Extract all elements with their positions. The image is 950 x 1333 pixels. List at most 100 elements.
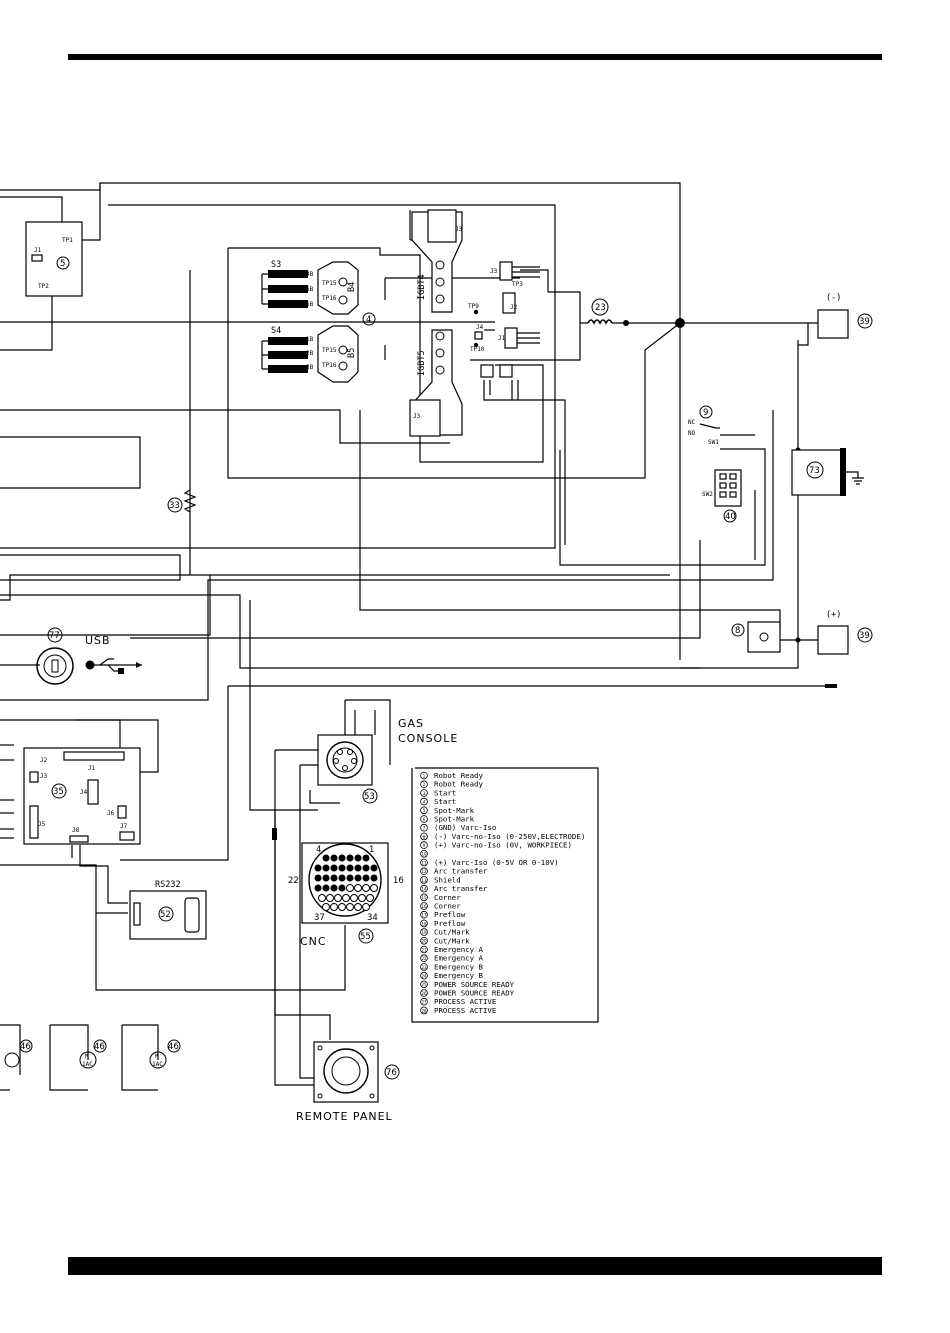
legend-pin-number: 9 xyxy=(423,843,426,848)
top-bar xyxy=(68,54,882,60)
legend-pin-function: (+) Varc-no-Iso (0V, WORKPIECE) xyxy=(434,841,572,850)
legend-pin-number: 4 xyxy=(423,800,426,805)
legend-pin-function: Emergency A xyxy=(434,945,483,954)
svg-text:CNC: CNC xyxy=(300,935,327,948)
svg-text:TP15: TP15 xyxy=(322,280,337,287)
svg-text:M: M xyxy=(155,1053,159,1060)
legend-pin-function: PROCESS ACTIVE xyxy=(434,1006,496,1015)
rs232-52: RS232 52 xyxy=(129,880,207,940)
svg-text:J7: J7 xyxy=(120,823,128,830)
driver-connectors: J3 TP3 J2 TP9 J1 J4 TP10 xyxy=(468,261,540,378)
svg-text:TP10: TP10 xyxy=(470,346,485,353)
legend-pin-number: 27 xyxy=(421,1000,427,1005)
svg-text:REMOTE PANEL: REMOTE PANEL xyxy=(296,1110,393,1123)
svg-text:IGBT4: IGBT4 xyxy=(417,274,427,300)
legend-pin-function: Arc transfer xyxy=(434,867,488,876)
svg-text:TP9: TP9 xyxy=(468,303,479,310)
svg-text:46: 46 xyxy=(94,1042,105,1052)
legend-pin-marker xyxy=(420,936,428,945)
cnc-pin-grid xyxy=(314,854,378,911)
legend-pin-function: Preflow xyxy=(434,919,466,928)
legend-pin-marker xyxy=(420,919,428,928)
svg-text:1AC: 1AC xyxy=(82,1061,93,1068)
svg-text:4: 4 xyxy=(366,315,371,325)
svg-text:8: 8 xyxy=(735,626,740,636)
motor-46-c: M 1AC 46 xyxy=(149,1039,181,1069)
svg-text:77: 77 xyxy=(49,631,60,641)
svg-text:(-): (-) xyxy=(826,293,841,303)
legend-pin-number: 21 xyxy=(421,947,427,952)
svg-text:NO: NO xyxy=(688,430,696,437)
legend-pin-marker xyxy=(420,823,428,832)
legend-pin-number: 17 xyxy=(421,913,427,918)
svg-text:39: 39 xyxy=(859,631,870,641)
svg-text:J1: J1 xyxy=(498,335,506,342)
legend-pin-number: 6 xyxy=(423,817,426,822)
legend-pin-marker xyxy=(420,841,428,849)
legend-pin-number: 16 xyxy=(421,904,427,909)
legend-pin-number: 8 xyxy=(423,834,426,839)
legend-pin-marker xyxy=(420,893,428,902)
svg-text:CONSOLE: CONSOLE xyxy=(398,732,458,745)
legend-pin-number: 24 xyxy=(421,974,427,979)
legend-pin-marker xyxy=(420,884,428,893)
svg-text:NC: NC xyxy=(688,419,696,426)
output-plus: (+) 39 xyxy=(817,610,873,655)
svg-text:TP16: TP16 xyxy=(322,295,337,302)
svg-text:55: 55 xyxy=(360,932,371,942)
svg-text:TP16: TP16 xyxy=(322,362,337,369)
svg-text:SW1: SW1 xyxy=(708,439,719,446)
legend-pin-function: Shield xyxy=(434,875,461,884)
svg-text:1: 1 xyxy=(369,845,374,855)
legend-pin-number: 25 xyxy=(421,982,427,987)
svg-text:6B: 6B xyxy=(306,301,314,308)
svg-text:J2: J2 xyxy=(40,757,48,764)
svg-text:TP1: TP1 xyxy=(62,237,73,244)
legend-pin-number: 1 xyxy=(423,773,426,778)
svg-text:J1: J1 xyxy=(34,247,42,254)
svg-text:22: 22 xyxy=(288,876,299,886)
resistor-33: 33 xyxy=(167,489,197,513)
inductor-23: 23 xyxy=(580,298,632,325)
svg-text:J8: J8 xyxy=(72,827,80,834)
legend-pin-marker xyxy=(420,849,428,858)
svg-text:J5: J5 xyxy=(38,821,46,828)
svg-text:76: 76 xyxy=(386,1068,397,1078)
legend-pin-marker xyxy=(420,806,428,815)
svg-text:53: 53 xyxy=(364,792,375,802)
svg-text:J2: J2 xyxy=(510,304,518,311)
svg-text:3B: 3B xyxy=(306,364,314,371)
legend-pin-function: (+) Varc-Iso (0-5V OR 0-10V) xyxy=(434,858,559,867)
svg-text:2B: 2B xyxy=(306,350,314,357)
svg-text:USB: USB xyxy=(85,634,111,647)
legend-pin-number: 12 xyxy=(421,869,427,874)
legend-pin-number: 10 xyxy=(421,852,427,857)
legend-pin-marker xyxy=(420,867,428,875)
svg-text:J4: J4 xyxy=(476,324,484,331)
legend-pin-function: Emergency B xyxy=(434,971,483,980)
legend-pin-function: (GND) Varc-Iso xyxy=(434,823,496,832)
legend-pin-number: 22 xyxy=(421,956,427,961)
legend-pin-function: Cut/Mark xyxy=(434,936,470,945)
remote-panel-76: 76 REMOTE PANEL xyxy=(296,1041,400,1123)
svg-text:J6: J6 xyxy=(107,810,115,817)
svg-text:TP15: TP15 xyxy=(322,347,337,354)
legend-pin-marker xyxy=(420,832,428,841)
legend-pin-number: 28 xyxy=(421,1008,427,1013)
legend-pin-function: Corner xyxy=(434,893,461,902)
output-minus: (-) 39 xyxy=(817,293,873,339)
legend-pin-marker xyxy=(420,876,428,884)
igbt4-module: IGBT4 J3 xyxy=(411,209,463,313)
legend-pin-marker xyxy=(420,1006,428,1015)
legend-pin-marker xyxy=(420,858,428,867)
svg-text:9: 9 xyxy=(703,408,708,418)
svg-text:TP2: TP2 xyxy=(38,283,49,290)
switch-9: 9 NC NO SW1 xyxy=(688,405,720,446)
legend-pin-function: Emergency B xyxy=(434,962,483,971)
svg-text:J3: J3 xyxy=(490,268,498,275)
svg-text:SW2: SW2 xyxy=(702,491,713,498)
motor-46-a: 46 xyxy=(4,1039,33,1068)
legend-pin-marker xyxy=(420,989,428,997)
svg-text:33: 33 xyxy=(169,501,180,511)
